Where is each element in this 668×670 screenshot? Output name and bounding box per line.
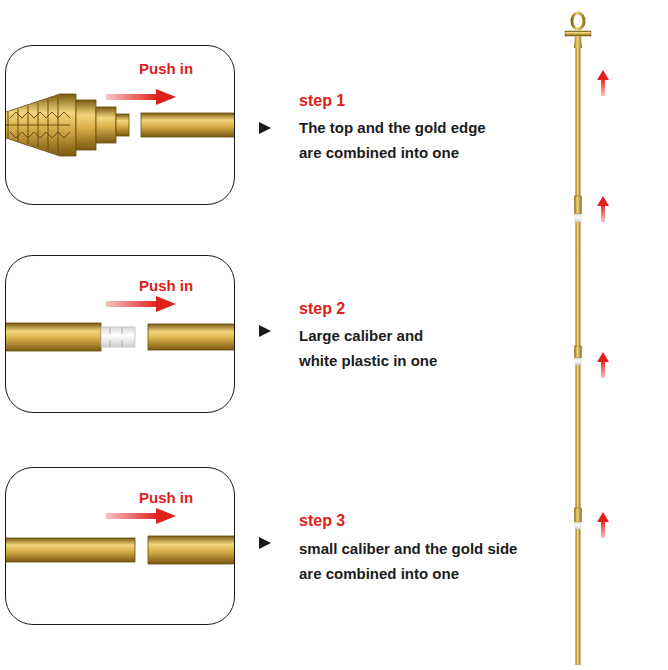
up-arrows-part (597, 352, 609, 362)
step-bullets-part (259, 537, 271, 549)
push-instruction: Push in (139, 277, 193, 295)
small-caliber-joint-picture-part (106, 513, 158, 519)
caliber-joint-picture (5, 296, 235, 351)
push-instruction: Push in (139, 60, 193, 78)
up-arrows-part (601, 78, 605, 96)
up-arrows-part (597, 196, 609, 206)
up-arrows-part (601, 204, 605, 222)
assembled-pole (565, 13, 591, 665)
cap-assembly-picture-part (116, 114, 129, 136)
cap-assembly-picture-part (106, 94, 158, 100)
step-description: The top and the gold edge are combined i… (299, 115, 504, 165)
assembled-pole-part (575, 214, 581, 222)
caliber-joint-picture-part (106, 301, 158, 307)
caliber-joint-picture-part (148, 324, 235, 350)
small-caliber-joint-picture-part (156, 508, 176, 524)
step-description: small caliber and the gold side are comb… (299, 536, 541, 586)
assembled-pole-part (575, 358, 581, 365)
step-picture-box: Push in (5, 255, 235, 413)
assembled-pole-part (575, 508, 582, 522)
step-heading: step 2 (299, 296, 499, 321)
up-arrows-part (601, 360, 605, 378)
small-caliber-joint-picture (5, 508, 235, 564)
assembled-pole-part (575, 522, 581, 529)
assembled-pole-part (575, 196, 582, 214)
cap-assembly-picture-part (156, 89, 176, 105)
assembled-pole-part (576, 48, 581, 665)
step-description: Large caliber and white plastic in one (299, 323, 459, 373)
caliber-joint-picture-part (101, 327, 135, 347)
cap-assembly-picture-part (76, 100, 96, 150)
step-picture-box: Push in (5, 467, 235, 625)
caliber-joint-picture-part (110, 327, 122, 347)
cap-assembly-picture-part (5, 112, 70, 138)
cap-assembly-picture-part (96, 107, 116, 143)
caliber-joint-picture-part (5, 323, 101, 351)
assembled-pole-part (565, 31, 591, 36)
up-arrows (597, 70, 609, 538)
up-arrows-part (597, 70, 609, 80)
push-instruction: Push in (139, 489, 193, 507)
step-bullets (259, 122, 271, 549)
cap-assembly-picture-part (141, 113, 235, 137)
up-arrows-part (597, 512, 609, 522)
up-arrows-part (601, 520, 605, 538)
cap-assembly-picture (5, 89, 235, 156)
step-heading: step 1 (299, 88, 499, 113)
step-heading: step 3 (299, 508, 499, 533)
step-bullets-part (259, 325, 271, 337)
assembled-pole-part (575, 346, 582, 358)
assembled-pole-part (574, 36, 582, 48)
small-caliber-joint-picture-part (5, 538, 135, 562)
step-picture-box: Push in (5, 45, 235, 205)
small-caliber-joint-picture-part (148, 536, 235, 564)
assembled-pole-part (572, 13, 584, 29)
caliber-joint-picture-part (156, 296, 176, 312)
cap-assembly-picture-part (5, 94, 76, 156)
step-bullets-part (259, 122, 271, 134)
